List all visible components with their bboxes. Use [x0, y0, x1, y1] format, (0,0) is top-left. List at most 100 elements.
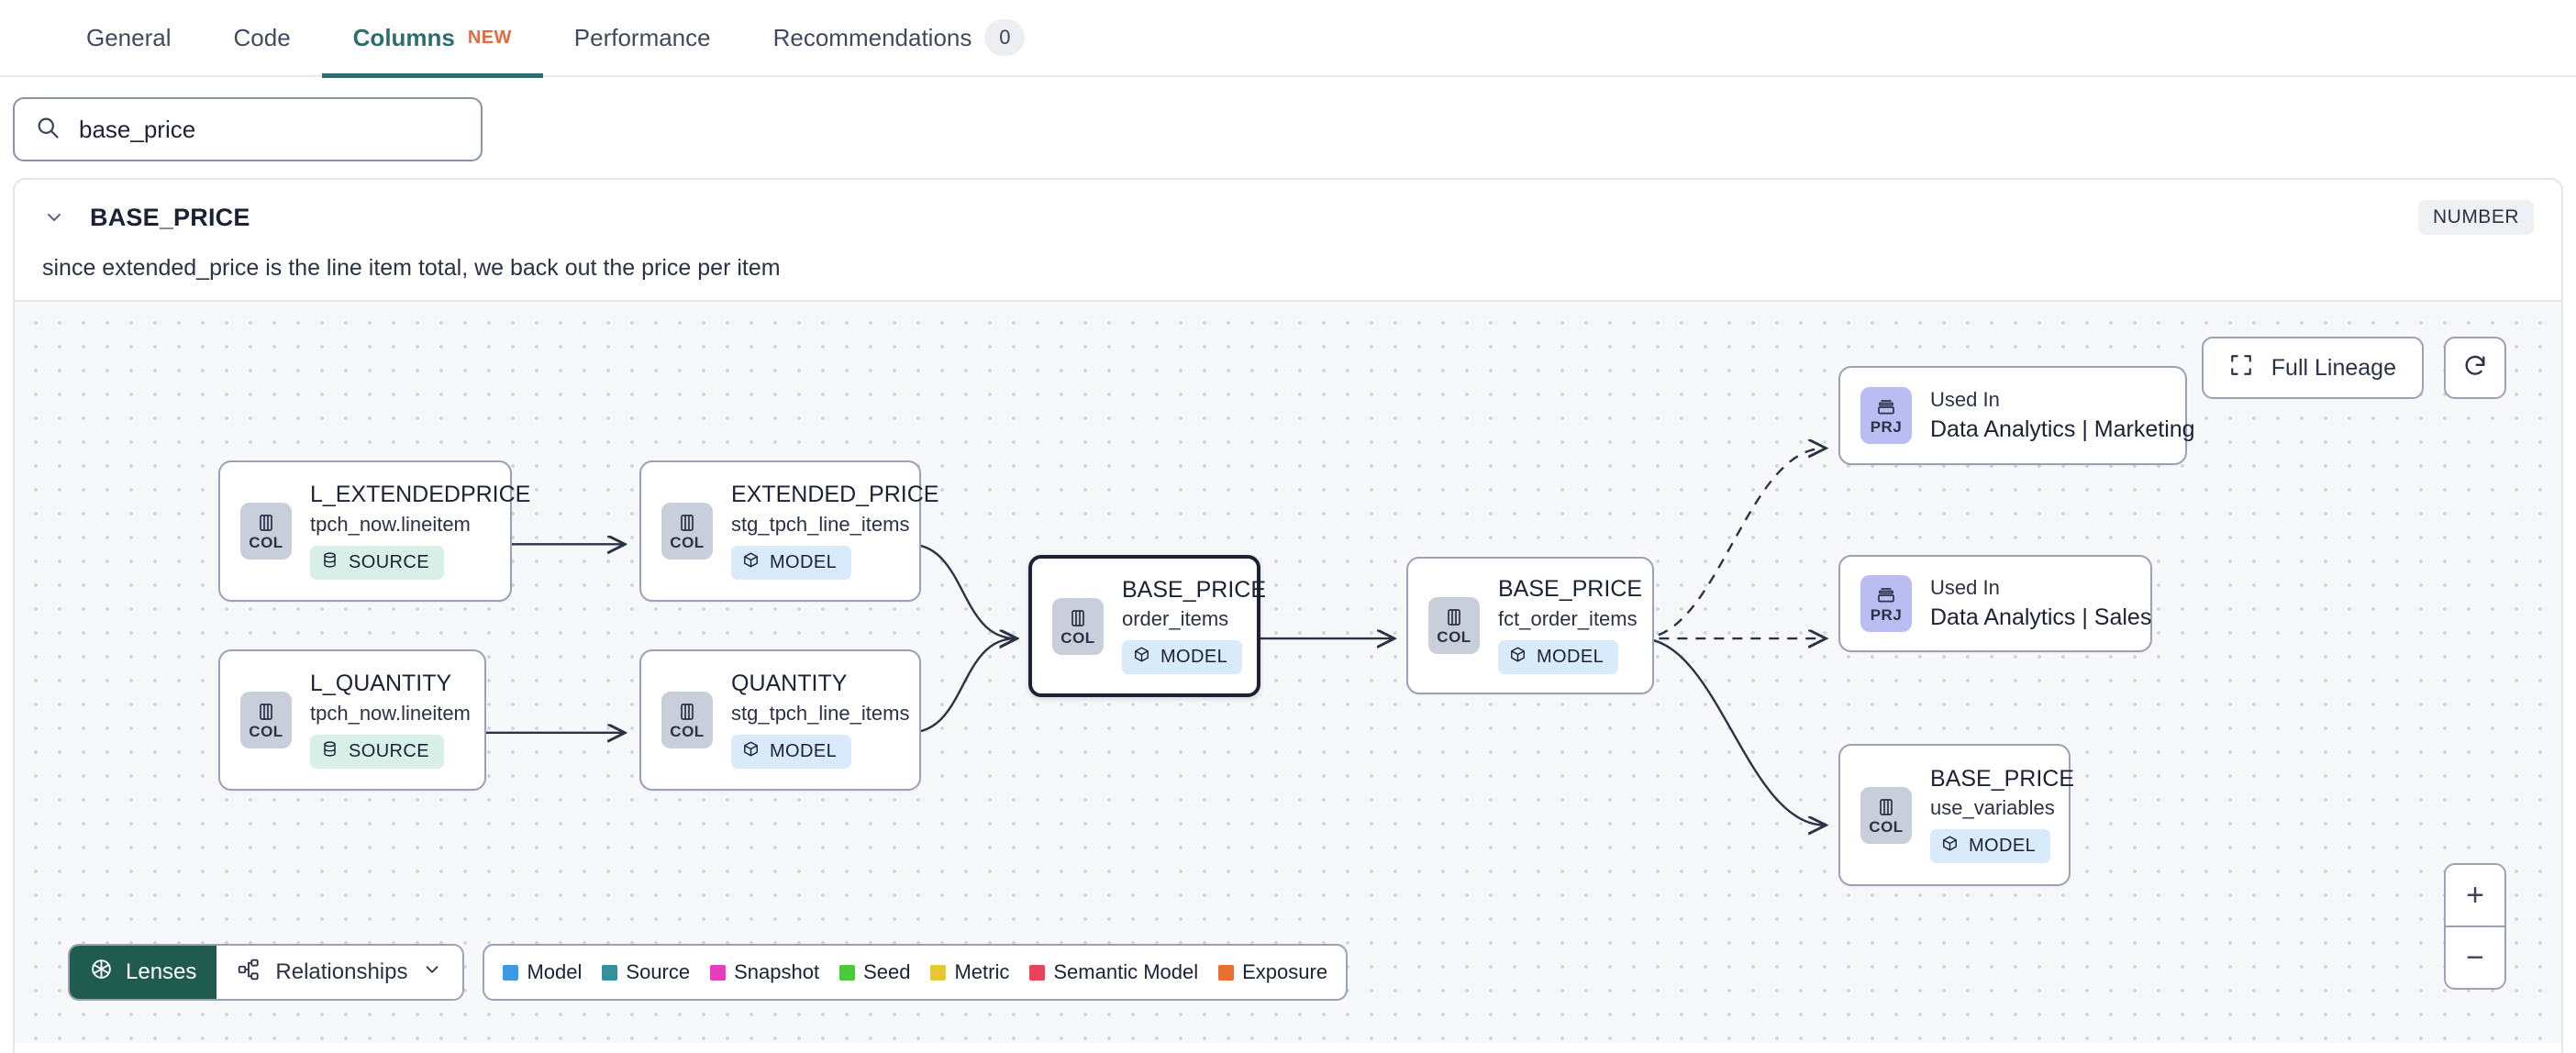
legend-label: Model — [527, 960, 583, 983]
relationships-icon — [237, 958, 261, 988]
database-icon — [321, 551, 339, 574]
legend-swatch — [602, 964, 618, 981]
lenses-button[interactable]: Lenses — [70, 946, 217, 999]
legend-swatch — [930, 964, 947, 981]
legend-swatch — [1218, 964, 1235, 981]
legend-label: Semantic Model — [1053, 960, 1199, 983]
node-type-tag-label: MODEL — [1969, 836, 2037, 857]
lenses-group: Lenses Relationships — [68, 944, 465, 1001]
cube-icon — [1941, 835, 1959, 858]
search-row: base_price — [0, 77, 2576, 178]
column-description: since extended_price is the line item to… — [42, 255, 781, 281]
lineage-edges — [474, 302, 2561, 1043]
prj-icon: PRJ — [1860, 387, 1912, 444]
cube-icon — [1509, 646, 1527, 669]
node-type-tag-label: SOURCE — [349, 740, 429, 761]
tab-label: Recommendations — [772, 23, 972, 51]
page-title: BASE_PRICE — [90, 203, 250, 231]
tab-new-badge: NEW — [467, 27, 512, 48]
prj-icon-label: PRJ — [1870, 418, 1903, 436]
refresh-button[interactable] — [2444, 337, 2506, 399]
node-type-tag: MODEL — [731, 734, 852, 769]
node-subtitle: tpch_now.lineitem — [310, 701, 471, 725]
lineage-node-quantity[interactable]: COL QUANTITY stg_tpch_line_items MODEL — [639, 649, 921, 791]
lenses-label: Lenses — [126, 959, 197, 984]
col-icon-label: COL — [1437, 628, 1471, 646]
legend-swatch — [710, 964, 727, 981]
node-type-tag: MODEL — [1498, 639, 1619, 674]
lineage-node-l-quantity[interactable]: COL L_QUANTITY tpch_now.lineitem SOURCE — [218, 649, 486, 791]
tab-columns[interactable]: Columns NEW — [321, 0, 543, 78]
tab-label: Code — [233, 23, 291, 51]
col-icon-label: COL — [1060, 628, 1095, 647]
lineage-node-base-price-use-variables[interactable]: COL BASE_PRICE use_variables MODEL — [1838, 744, 2075, 886]
legend-swatch — [1029, 964, 1046, 981]
lineage-node-project-sales[interactable]: PRJ Used In Data Analytics | Sales — [1838, 555, 2152, 652]
node-type-tag-label: MODEL — [770, 740, 838, 761]
column-panel: BASE_PRICE NUMBER since extended_price i… — [13, 178, 2563, 1053]
prj-icon: PRJ — [1860, 575, 1912, 632]
node-type-tag: MODEL — [1122, 640, 1243, 675]
legend-label: Exposure — [1242, 960, 1328, 983]
col-icon-label: COL — [249, 723, 283, 740]
node-subtitle: stg_tpch_line_items — [731, 512, 910, 536]
cube-icon — [1133, 646, 1150, 669]
tab-label: Columns — [352, 23, 455, 51]
col-icon-label: COL — [249, 534, 283, 551]
legend-label: Metric — [954, 960, 1010, 983]
zoom-out-button[interactable]: − — [2446, 927, 2504, 988]
node-subtitle: order_items — [1122, 607, 1229, 631]
tab-general[interactable]: General — [55, 0, 203, 76]
used-in-label: Used In — [1930, 576, 2000, 599]
chevron-down-icon[interactable] — [42, 205, 66, 229]
node-title: EXTENDED_PRICE — [731, 482, 939, 508]
col-icon: COL — [1052, 597, 1104, 655]
search-input[interactable]: base_price — [13, 97, 483, 161]
legend-item-snapshot: Snapshot — [710, 960, 819, 984]
node-subtitle: stg_tpch_line_items — [731, 701, 910, 725]
zoom-divider — [2446, 926, 2504, 927]
lineage-canvas[interactable]: COL L_EXTENDEDPRICE tpch_now.lineitem SO… — [15, 300, 2561, 1043]
tab-performance[interactable]: Performance — [543, 0, 742, 76]
node-type-legend: Model Source Snapshot Seed Metric — [483, 944, 1349, 1001]
node-title: L_QUANTITY — [310, 671, 452, 697]
cube-icon — [742, 551, 760, 574]
lineage-node-project-marketing[interactable]: PRJ Used In Data Analytics | Marketing — [1838, 366, 2195, 465]
lineage-node-extended-price[interactable]: COL EXTENDED_PRICE stg_tpch_line_items M… — [639, 460, 938, 602]
node-title: BASE_PRICE — [1498, 576, 1643, 603]
col-icon: COL — [1428, 597, 1480, 654]
col-icon: COL — [240, 503, 292, 560]
zoom-in-button[interactable]: + — [2446, 865, 2504, 926]
tab-label: General — [86, 23, 172, 51]
lineage-node-l-extendedprice[interactable]: COL L_EXTENDEDPRICE tpch_now.lineitem SO… — [218, 460, 530, 602]
full-lineage-label: Full Lineage — [2271, 354, 2396, 381]
chevron-down-icon — [422, 959, 442, 986]
column-panel-header: BASE_PRICE NUMBER — [15, 180, 2561, 235]
node-subtitle: tpch_now.lineitem — [310, 512, 471, 536]
legend-item-semantic-model: Semantic Model — [1029, 960, 1198, 984]
node-type-tag-label: MODEL — [770, 551, 838, 572]
legend-item-model: Model — [503, 960, 582, 984]
search-icon — [35, 115, 61, 145]
aperture-icon — [90, 958, 113, 987]
lineage-node-base-price-fct-order-items[interactable]: COL BASE_PRICE fct_order_items MODEL — [1406, 557, 1654, 694]
node-subtitle: fct_order_items — [1498, 606, 1638, 630]
lineage-node-base-price-order-items[interactable]: COL BASE_PRICE order_items MODEL — [1028, 555, 1266, 697]
node-type-tag: SOURCE — [310, 545, 444, 580]
full-lineage-button[interactable]: Full Lineage — [2201, 337, 2424, 399]
tab-code[interactable]: Code — [203, 0, 322, 76]
col-icon-label: COL — [670, 723, 705, 740]
tab-bar: General Code Columns NEW Performance Rec… — [0, 0, 2576, 78]
node-type-tag-label: SOURCE — [349, 551, 429, 572]
cube-icon — [742, 740, 760, 763]
col-icon: COL — [240, 692, 292, 748]
legend-swatch — [839, 964, 856, 981]
relationships-button[interactable]: Relationships — [217, 946, 463, 999]
expand-icon — [2229, 353, 2253, 383]
node-title: BASE_PRICE — [1930, 765, 2075, 792]
node-title: QUANTITY — [731, 671, 848, 697]
node-title: BASE_PRICE — [1122, 576, 1267, 603]
node-subtitle: use_variables — [1930, 796, 2055, 820]
tab-recommendations[interactable]: Recommendations 0 — [742, 0, 1057, 76]
legend-item-source: Source — [602, 960, 690, 984]
